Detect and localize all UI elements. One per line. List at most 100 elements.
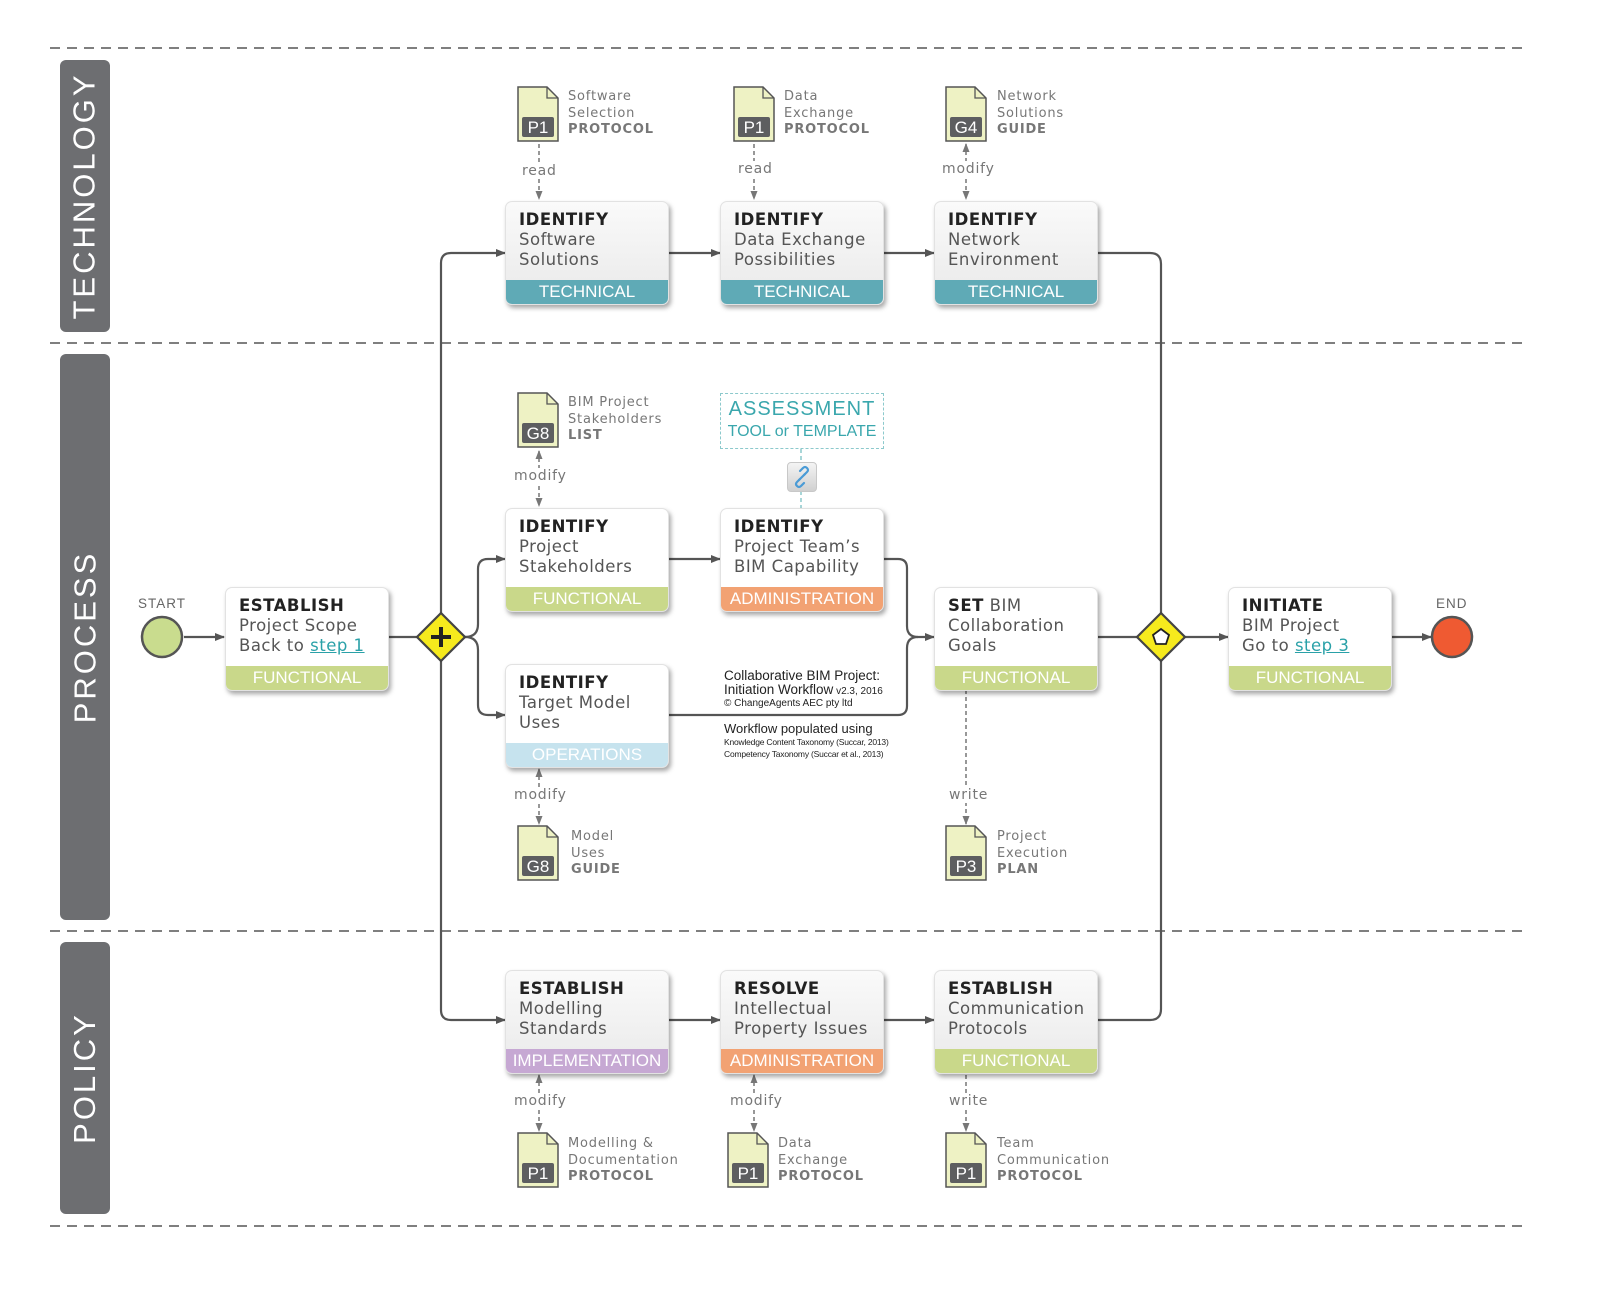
task-verb: IDENTIFY [519, 673, 609, 692]
task-verb: ESTABLISH [239, 596, 345, 615]
task-category-band: FUNCTIONAL [506, 587, 668, 611]
task-line1: Collaboration [948, 616, 1065, 635]
lane-process: PROCESS [60, 354, 110, 920]
task-category-band: ADMINISTRATION [721, 1049, 883, 1073]
document-icon[interactable]: P1 [517, 86, 559, 142]
task-resolve-ip-issues[interactable]: RESOLVE Intellectual Property Issues ADM… [720, 970, 884, 1074]
task-line2-prefix: Back to [239, 636, 311, 655]
document-code: P3 [956, 857, 977, 876]
parallel-gateway [415, 611, 467, 663]
task-line1: Communication [948, 999, 1085, 1018]
lane-process-label: PROCESS [67, 550, 103, 724]
task-verb: INITIATE [1242, 596, 1324, 615]
task-identify-data-exchange[interactable]: IDENTIFY Data Exchange Possibilities TEC… [720, 201, 884, 305]
task-line1: Data Exchange [734, 230, 866, 249]
step-3-link[interactable]: step 3 [1294, 636, 1350, 655]
relation-write-label: write [948, 1093, 990, 1109]
task-category-band: ADMINISTRATION [721, 587, 883, 611]
task-category-band: TECHNICAL [506, 280, 668, 304]
task-line1: Project Team’s [734, 537, 861, 556]
task-category-band: FUNCTIONAL [935, 666, 1097, 690]
task-line1: Intellectual [734, 999, 832, 1018]
task-identify-team-bim-capability[interactable]: IDENTIFY Project Team’s BIM Capability A… [720, 508, 884, 612]
document-code: P1 [956, 1164, 977, 1183]
lane-technology: TECHNOLOGY [60, 60, 110, 332]
task-category-band: TECHNICAL [935, 280, 1097, 304]
task-set-bim-collaboration-goals[interactable]: SET BIM Collaboration Goals FUNCTIONAL [934, 587, 1098, 691]
task-verb: IDENTIFY [519, 210, 609, 229]
document-code: P1 [738, 1164, 759, 1183]
document-icon[interactable]: P3 [945, 825, 987, 881]
lane-policy: POLICY [60, 942, 110, 1214]
end-event [1430, 615, 1474, 659]
task-identify-target-model-uses[interactable]: IDENTIFY Target Model Uses OPERATIONS [505, 664, 669, 768]
task-verb: RESOLVE [734, 979, 820, 998]
task-verb: SET [948, 596, 984, 615]
task-establish-modelling-standards[interactable]: ESTABLISH Modelling Standards IMPLEMENTA… [505, 970, 669, 1074]
task-line1: Network [948, 230, 1021, 249]
task-line2: Environment [948, 250, 1059, 269]
task-initiate-bim-project[interactable]: INITIATE BIM Project Go to step 3 FUNCTI… [1228, 587, 1392, 691]
assessment-subtitle: TOOL or TEMPLATE [727, 423, 877, 440]
document-code: P1 [528, 1164, 549, 1183]
task-identify-project-stakeholders[interactable]: IDENTIFY Project Stakeholders FUNCTIONAL [505, 508, 669, 612]
task-category-band: TECHNICAL [721, 280, 883, 304]
task-category-band: FUNCTIONAL [1229, 666, 1391, 690]
lane-separators [50, 47, 1525, 1227]
relation-modify-label: modify [513, 468, 568, 484]
document-code: G8 [527, 857, 550, 876]
lane-technology-label: TECHNOLOGY [67, 72, 102, 320]
end-label: END [1436, 596, 1468, 611]
task-verb: IDENTIFY [948, 210, 1038, 229]
assessment-title: ASSESSMENT [728, 398, 876, 420]
task-line1: BIM Project [1242, 616, 1340, 635]
task-line1: Software [519, 230, 596, 249]
relation-read-label: read [521, 163, 558, 179]
task-establish-communication-protocols[interactable]: ESTABLISH Communication Protocols FUNCTI… [934, 970, 1098, 1074]
document-code: P1 [744, 118, 765, 137]
task-category-band: FUNCTIONAL [226, 666, 388, 690]
task-line1: Modelling [519, 999, 604, 1018]
task-establish-project-scope[interactable]: ESTABLISH Project Scope Back to step 1 F… [225, 587, 389, 691]
task-verb: ESTABLISH [948, 979, 1054, 998]
task-line2: Standards [519, 1019, 608, 1038]
step-1-link[interactable]: step 1 [310, 636, 365, 655]
document-icon[interactable]: P1 [733, 86, 775, 142]
credit-subtitle: Initiation Workflow v2.3, 2016 [724, 682, 883, 698]
document-icon[interactable]: P1 [945, 1132, 987, 1188]
relation-modify-label: modify [729, 1093, 784, 1109]
task-verb: ESTABLISH [519, 979, 625, 998]
document-code: G8 [527, 424, 550, 443]
document-icon[interactable]: G4 [945, 86, 987, 142]
task-line2: Possibilities [734, 250, 836, 269]
credit-title: Collaborative BIM Project: [724, 668, 881, 683]
task-line2: Goals [948, 636, 997, 655]
task-verb-rest: BIM [983, 596, 1022, 615]
document-icon[interactable]: G8 [517, 825, 559, 881]
task-line1: Project Scope [239, 616, 358, 635]
complex-gateway [1135, 611, 1187, 663]
credit-populated: Workflow populated using [724, 721, 873, 736]
relation-modify-label: modify [941, 161, 996, 177]
task-identify-software-solutions[interactable]: IDENTIFY Software Solutions TECHNICAL [505, 201, 669, 305]
task-verb: IDENTIFY [734, 517, 824, 536]
document-icon[interactable]: P1 [727, 1132, 769, 1188]
assessment-tool-box: ASSESSMENT TOOL or TEMPLATE [720, 393, 884, 449]
document-icon[interactable]: G8 [517, 392, 559, 448]
credit-competency-taxonomy: Competency Taxonomy (Succar et al., 2013… [724, 749, 884, 759]
task-line2: BIM Capability [734, 557, 860, 576]
relation-read-label: read [737, 161, 774, 177]
lane-policy-label: POLICY [67, 1012, 102, 1144]
start-label: START [138, 596, 187, 611]
link-chain-icon[interactable] [787, 462, 817, 492]
document-icon[interactable]: P1 [517, 1132, 559, 1188]
task-identify-network-environment[interactable]: IDENTIFY Network Environment TECHNICAL [934, 201, 1098, 305]
